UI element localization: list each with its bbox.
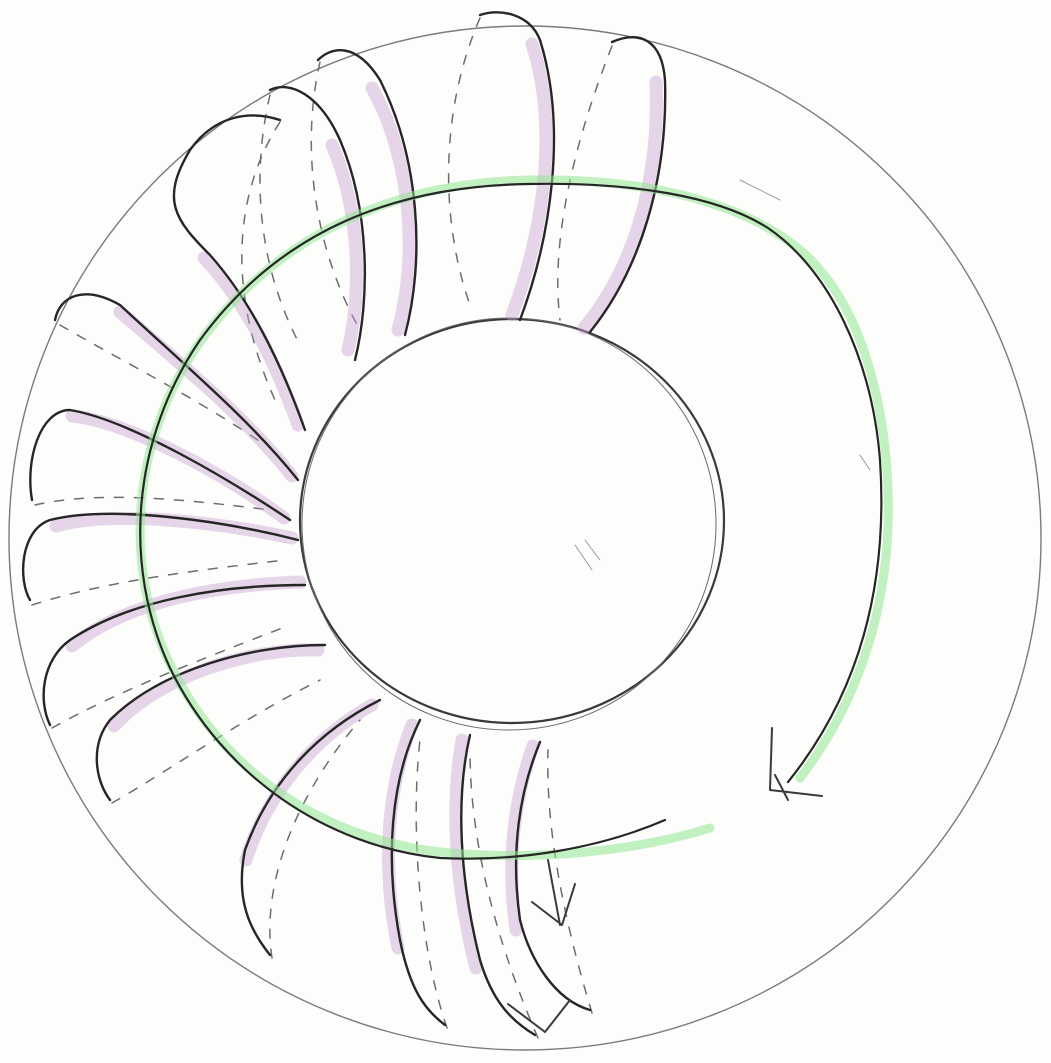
paper-background xyxy=(0,0,1051,1063)
toroid-sketch xyxy=(0,0,1051,1063)
sketch-canvas xyxy=(0,0,1051,1063)
